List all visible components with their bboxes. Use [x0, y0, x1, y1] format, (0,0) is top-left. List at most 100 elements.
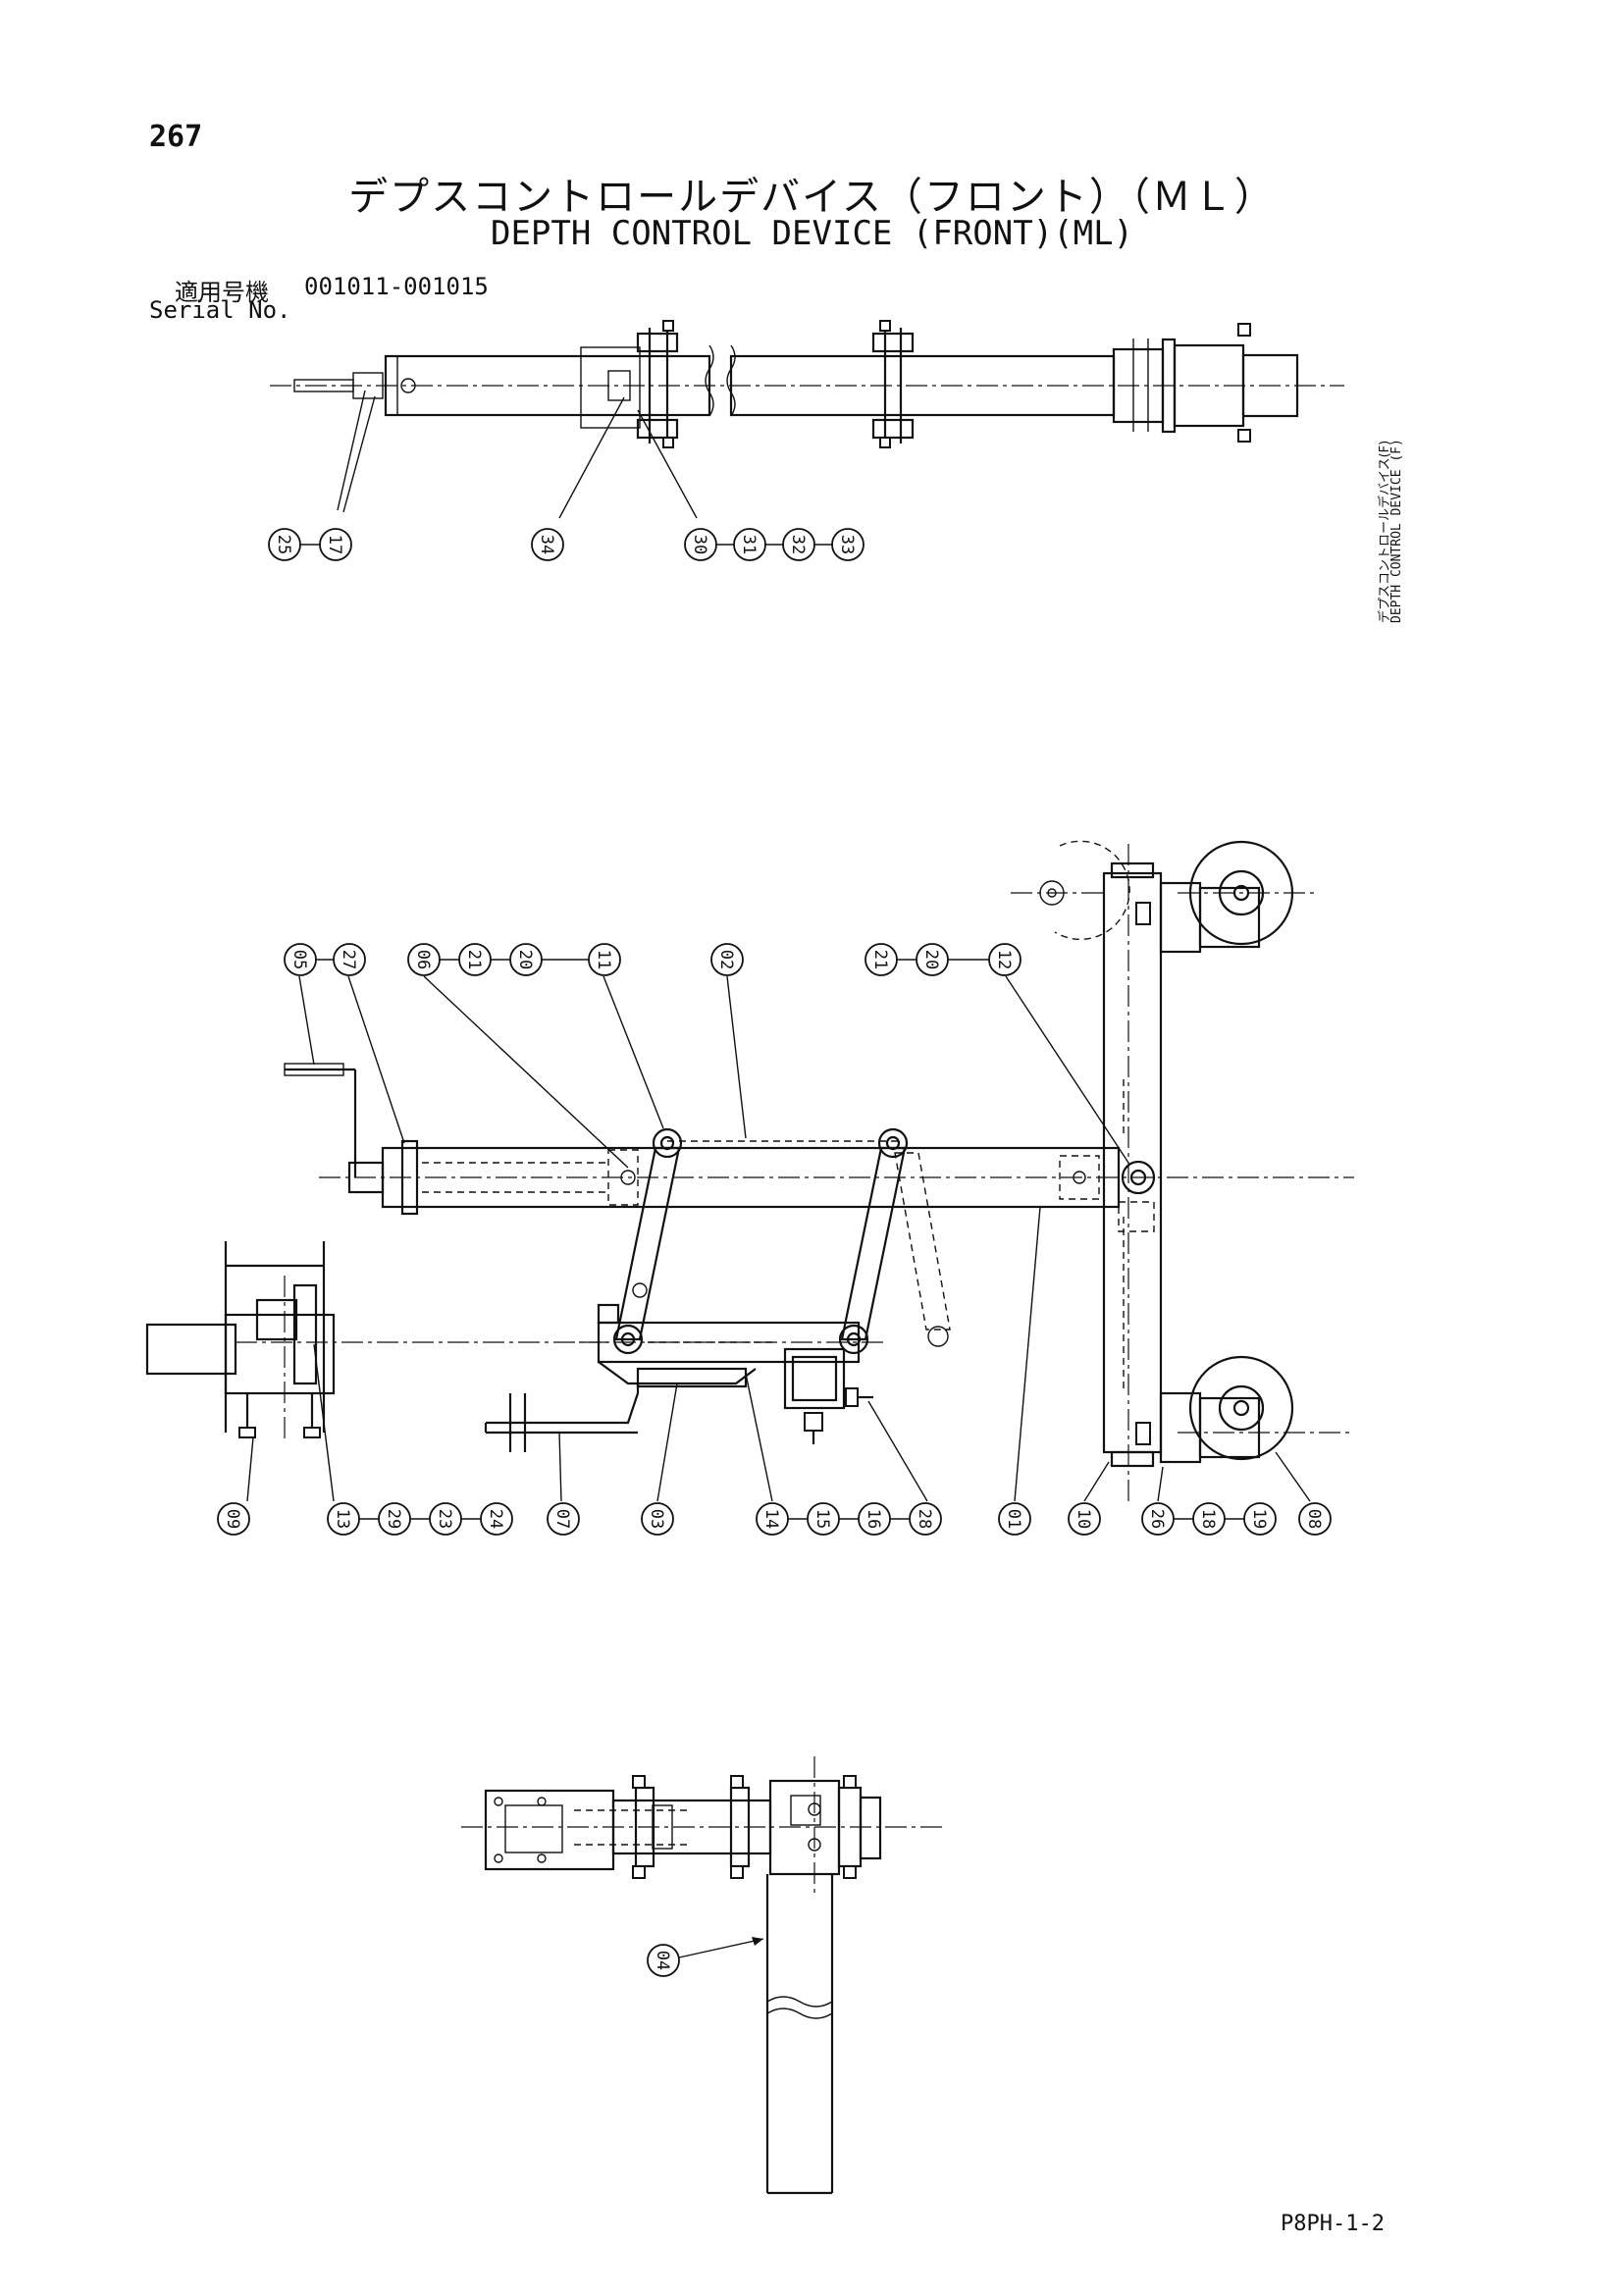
square-tube-inner: [791, 1355, 838, 1402]
upper-wheel-fork: [1198, 886, 1261, 949]
callout-21b: 21: [864, 943, 898, 976]
bottom-tube-break-2: [766, 2008, 833, 2019]
callout-31: 31: [733, 528, 766, 561]
callout-23: 23: [429, 1502, 462, 1536]
leader-04-arrow: [752, 1937, 763, 1946]
leader-27: [347, 975, 405, 1144]
bottom-mount-hole-2: [494, 1853, 503, 1863]
svg-text:31: 31: [739, 535, 759, 554]
bottom-end-nut-1: [843, 1775, 857, 1789]
callout-10: 10: [1068, 1502, 1101, 1536]
callout-12: 12: [988, 943, 1022, 976]
top-nut-1: [662, 320, 674, 332]
svg-text:17: 17: [325, 535, 344, 554]
bottom-nut-1: [632, 1775, 646, 1789]
leader-06: [423, 975, 629, 1169]
top-bracket-housing: [580, 346, 641, 429]
bottom-nut-4: [730, 1865, 744, 1879]
bottom-tube-break-1: [766, 1996, 833, 2008]
leader-04: [678, 1938, 764, 1958]
bottom-mount-hole-4: [537, 1853, 547, 1863]
svg-text:08: 08: [1304, 1509, 1324, 1529]
link-pivot-upper-rear: [877, 1127, 909, 1159]
leader-26: [1157, 1466, 1164, 1502]
parallel-link-front: [614, 1146, 681, 1341]
svg-text:23: 23: [435, 1509, 454, 1529]
callout-29: 29: [378, 1502, 411, 1536]
callout-33: 33: [831, 528, 864, 561]
mount-plate-lower: [486, 1383, 640, 1425]
leader-02: [726, 975, 747, 1139]
link-pivot-lower-front: [612, 1324, 644, 1355]
callout-30: 30: [684, 528, 717, 561]
svg-text:24: 24: [486, 1509, 505, 1529]
left-tool-bar: [145, 1323, 237, 1376]
set-bolt-head: [845, 1387, 859, 1407]
vertical-frame-top-cap: [1110, 861, 1155, 879]
svg-text:06: 06: [413, 950, 433, 969]
link-pivot-upper-front: [652, 1127, 683, 1159]
callout-09: 09: [217, 1502, 250, 1536]
svg-text:32: 32: [788, 535, 808, 554]
top-wheel-nut-2: [1237, 429, 1251, 443]
mount-plate-upper: [598, 1361, 757, 1385]
leader-12: [1005, 975, 1129, 1164]
lower-bracket-tab: [597, 1303, 620, 1325]
callout-04: 04: [647, 1944, 680, 1977]
leader-05: [298, 975, 315, 1066]
svg-text:25: 25: [274, 535, 293, 554]
leader-09: [246, 1436, 254, 1502]
frame-pivot: [1121, 1160, 1156, 1195]
leader-34: [558, 396, 625, 519]
callout-02: 02: [710, 943, 744, 976]
callout-27: 27: [333, 943, 366, 976]
callout-18: 18: [1192, 1502, 1226, 1536]
callout-32: 32: [782, 528, 815, 561]
top-clamp2-upper: [871, 332, 915, 353]
left-clamp-block: [255, 1298, 298, 1341]
top-nut-2: [662, 437, 674, 448]
svg-text:02: 02: [716, 950, 736, 969]
svg-text:21: 21: [870, 950, 890, 969]
top-view: 25 17 34 30 31 32 33: [268, 320, 1344, 561]
svg-text:13: 13: [333, 1509, 352, 1529]
callout-28: 28: [909, 1502, 942, 1536]
svg-text:09: 09: [223, 1509, 242, 1529]
bottom-nut-2: [632, 1865, 646, 1879]
top-end-cap: [352, 372, 384, 399]
bottom-link-block-1: [652, 1804, 673, 1850]
adjust-rod: [636, 1367, 748, 1388]
bottom-beam-hole-2: [808, 1838, 821, 1852]
leader-13: [313, 1343, 335, 1502]
svg-text:20: 20: [515, 950, 535, 969]
frame-pivot-pin: [1129, 1169, 1147, 1186]
left-clamp-plate: [292, 1283, 318, 1385]
callout-15: 15: [807, 1502, 840, 1536]
square-tube: [783, 1347, 846, 1410]
callout-14: 14: [756, 1502, 789, 1536]
parallel-link-rear: [840, 1146, 907, 1341]
callout-16: 16: [858, 1502, 891, 1536]
svg-text:12: 12: [994, 950, 1014, 969]
square-tube-nut: [804, 1412, 823, 1432]
svg-text:18: 18: [1198, 1509, 1218, 1529]
callout-24: 24: [480, 1502, 513, 1536]
beam-hidden-nut: [607, 1149, 639, 1206]
svg-text:30: 30: [690, 535, 709, 554]
svg-text:34: 34: [537, 535, 556, 554]
link-pivot-lower-front-pin: [620, 1331, 636, 1347]
vertical-frame-bottom-cap: [1110, 1450, 1155, 1468]
beam-pin: [620, 1170, 636, 1185]
title-japanese: デプスコントロールデバイス（フロント）（ＭＬ）: [348, 175, 1276, 220]
svg-text:04: 04: [653, 1951, 672, 1970]
svg-text:28: 28: [915, 1509, 934, 1529]
top-wheel-nut-1: [1237, 323, 1251, 337]
lower-gauge-wheel: [1188, 1355, 1294, 1461]
bottom-mount-hole-1: [494, 1797, 503, 1806]
leader-03: [656, 1383, 678, 1502]
top-clamp-upper: [636, 332, 679, 353]
serial-number-range: 001011-001015: [304, 273, 489, 300]
top-tube-break-left: [705, 344, 714, 417]
callout-17: 17: [319, 528, 352, 561]
upper-phantom-wheel: [1054, 840, 1130, 941]
